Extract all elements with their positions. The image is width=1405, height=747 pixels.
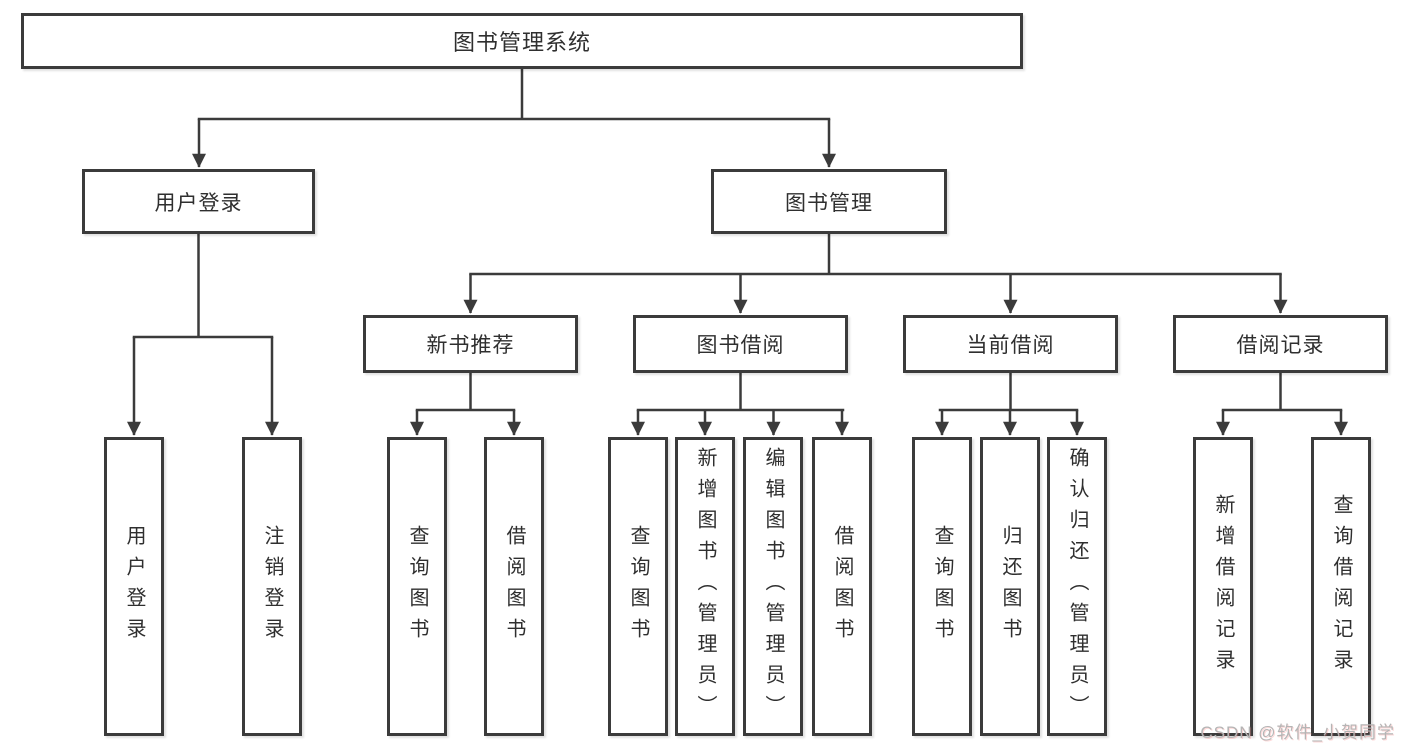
node-library-management-system: 图书管理系统 bbox=[21, 13, 1023, 69]
leaf-query-books-current: 查询图书 bbox=[912, 437, 972, 736]
node-label: 图书管理系统 bbox=[452, 30, 591, 55]
csdn-watermark: CSDN @软件_小贺同学 bbox=[1200, 723, 1395, 742]
leaf-label: 查询借阅记录 bbox=[1330, 493, 1352, 680]
node-label: 借阅记录 bbox=[1236, 334, 1325, 357]
node-borrowing-records: 借阅记录 bbox=[1173, 315, 1388, 373]
leaf-logout: 注销登录 bbox=[242, 437, 302, 736]
node-label: 图书借阅 bbox=[696, 334, 785, 357]
leaf-query-books-borrow: 查询图书 bbox=[608, 437, 668, 736]
leaf-label: 查询图书 bbox=[931, 524, 953, 649]
node-label: 新书推荐 bbox=[426, 334, 515, 357]
node-book-management: 图书管理 bbox=[711, 169, 947, 234]
leaf-add-borrow-record: 新增借阅记录 bbox=[1193, 437, 1253, 736]
leaf-query-borrow-record: 查询借阅记录 bbox=[1311, 437, 1371, 736]
node-user-login: 用户登录 bbox=[82, 169, 315, 234]
node-book-borrowing: 图书借阅 bbox=[633, 315, 848, 373]
node-label: 用户登录 bbox=[154, 191, 243, 215]
leaf-label: 借阅图书 bbox=[503, 524, 525, 649]
node-label: 当前借阅 bbox=[966, 334, 1055, 357]
leaf-borrow-books-newbook: 借阅图书 bbox=[484, 437, 544, 736]
leaf-label: 新增图书（管理员） bbox=[694, 447, 716, 726]
leaf-label: 编辑图书（管理员） bbox=[762, 447, 784, 726]
leaf-label: 新增借阅记录 bbox=[1212, 493, 1234, 680]
leaf-label: 用户登录 bbox=[123, 524, 145, 649]
leaf-add-book-admin: 新增图书（管理员） bbox=[675, 437, 735, 736]
leaf-label: 注销登录 bbox=[261, 524, 283, 649]
leaf-label: 归还图书 bbox=[999, 524, 1021, 649]
leaf-user-login: 用户登录 bbox=[104, 437, 164, 736]
leaf-label: 借阅图书 bbox=[831, 524, 853, 649]
leaf-label: 查询图书 bbox=[627, 524, 649, 649]
leaf-return-books: 归还图书 bbox=[980, 437, 1040, 736]
leaf-query-books-newbook: 查询图书 bbox=[387, 437, 447, 736]
leaf-confirm-return-admin: 确认归还（管理员） bbox=[1047, 437, 1107, 736]
node-new-book-recommendation: 新书推荐 bbox=[363, 315, 578, 373]
node-current-borrowing: 当前借阅 bbox=[903, 315, 1118, 373]
node-label: 图书管理 bbox=[785, 191, 873, 215]
leaf-edit-book-admin: 编辑图书（管理员） bbox=[743, 437, 803, 736]
leaf-borrow-books-borrow: 借阅图书 bbox=[812, 437, 872, 736]
leaf-label: 确认归还（管理员） bbox=[1066, 447, 1088, 726]
leaf-label: 查询图书 bbox=[406, 524, 428, 649]
